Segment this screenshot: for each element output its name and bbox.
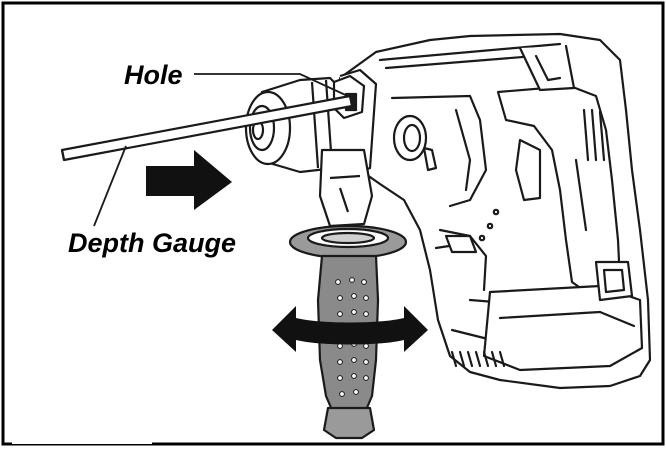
drill-body (338, 32, 652, 390)
leader-lines (93, 73, 353, 227)
rotate-arrow-icon (272, 306, 428, 352)
corner-mask (12, 400, 152, 444)
depth-gauge-label: Depth Gauge (68, 228, 236, 258)
depth-gauge-leader-line (93, 145, 127, 227)
push-arrow-icon (146, 150, 232, 210)
hole-label: Hole (124, 60, 183, 90)
depth-gauge-rod (60, 94, 354, 162)
hole-leader-line (194, 73, 353, 99)
